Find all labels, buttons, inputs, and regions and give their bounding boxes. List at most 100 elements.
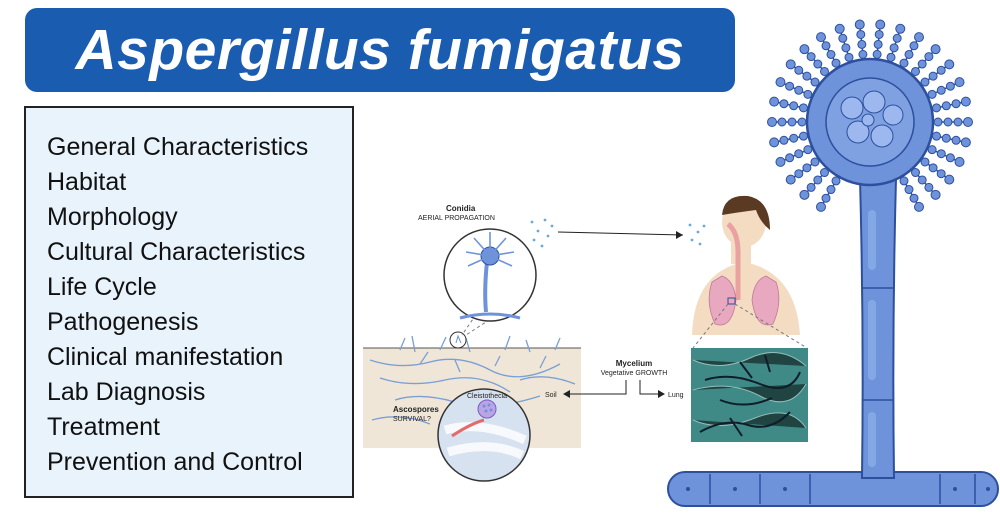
conidium	[777, 117, 787, 127]
arrow-to-human	[676, 231, 683, 239]
conidium	[779, 135, 789, 145]
phialide-chains	[767, 19, 973, 212]
conidium	[821, 193, 831, 203]
conidium	[951, 135, 961, 145]
conidium	[936, 149, 946, 159]
conidium	[927, 89, 937, 99]
conidium	[941, 101, 951, 111]
conidium	[892, 33, 902, 43]
conidium	[911, 66, 921, 76]
conidium	[963, 117, 973, 127]
conidium	[936, 85, 946, 95]
conidium	[899, 58, 909, 68]
conidium	[826, 185, 836, 195]
conidium	[960, 137, 971, 148]
arrow-to-soil	[563, 390, 570, 398]
conidium	[920, 157, 930, 167]
conidium	[945, 81, 955, 91]
conidium	[819, 66, 829, 76]
conidium	[924, 182, 934, 192]
topic-item: Life Cycle	[47, 273, 157, 301]
title-banner: Aspergillus fumigatus	[25, 8, 735, 92]
conidium	[799, 44, 810, 55]
conidium	[813, 175, 823, 185]
conidium	[889, 43, 899, 53]
conidium	[775, 156, 786, 167]
topic-item: Prevention and Control	[47, 448, 303, 476]
conidium	[787, 117, 797, 127]
lung-tissue-micrograph	[691, 348, 808, 442]
conidium	[789, 133, 799, 143]
conidiophore-magnifier	[443, 228, 537, 349]
conidium	[932, 131, 942, 141]
conidium	[775, 77, 786, 88]
conidium	[803, 145, 813, 155]
conidium	[944, 174, 955, 185]
conidium	[914, 32, 924, 43]
topic-item: Habitat	[47, 168, 127, 196]
conidium	[785, 174, 796, 185]
conidium	[854, 19, 865, 30]
conidium	[909, 193, 919, 203]
conidium	[920, 77, 930, 87]
conidium	[769, 96, 780, 107]
conidium	[936, 169, 946, 179]
conidium	[951, 99, 961, 109]
topic-item: Cultural Characteristics	[47, 238, 306, 266]
conidium	[874, 29, 884, 39]
conidium	[785, 81, 795, 91]
conidium	[844, 52, 854, 62]
topic-item: Lab Diagnosis	[47, 378, 206, 406]
conidium	[810, 157, 820, 167]
conidium	[798, 103, 808, 113]
conidium	[794, 169, 804, 179]
conidium	[799, 189, 810, 200]
ascospores	[482, 403, 493, 413]
conidium	[794, 149, 804, 159]
conidium	[779, 99, 789, 109]
conidium	[841, 43, 851, 53]
topic-list: General Characteristics Habitat Morpholo…	[24, 106, 354, 498]
conidium	[944, 59, 955, 70]
cleistothecium-magnifier: Cleistothecia	[437, 388, 531, 482]
conidium	[927, 145, 937, 155]
conidium	[856, 29, 866, 39]
conidium	[802, 163, 812, 173]
conidium	[909, 41, 919, 51]
conidium	[816, 32, 826, 43]
conidium	[806, 52, 816, 62]
conidium	[875, 19, 886, 30]
conidium	[831, 58, 841, 68]
conidium	[785, 59, 796, 70]
conidium	[917, 175, 927, 185]
conidium	[928, 163, 938, 173]
lung-label: Lung	[668, 392, 684, 399]
conidium	[904, 49, 914, 59]
conidium	[798, 131, 808, 141]
conidium	[904, 185, 914, 195]
conidium	[886, 52, 896, 62]
conidium	[789, 101, 799, 111]
conidium	[802, 71, 812, 81]
human-figure	[692, 195, 800, 335]
conidium	[826, 49, 836, 59]
conidia-chains	[465, 232, 515, 267]
conidium	[794, 65, 804, 75]
conidium	[928, 71, 938, 81]
conidium	[806, 182, 816, 192]
topic-item: Clinical manifestation	[47, 343, 284, 371]
conidium	[767, 117, 777, 127]
conidium	[932, 103, 942, 113]
conidium	[785, 153, 795, 163]
conidium	[803, 89, 813, 99]
ascospores-label: Ascospores	[393, 405, 439, 414]
conidium	[816, 201, 826, 212]
conidium	[813, 59, 823, 69]
soil-label: Soil	[545, 392, 557, 399]
conidium	[943, 117, 953, 127]
conidium	[769, 137, 780, 148]
conidium	[930, 189, 941, 200]
conidium	[917, 59, 927, 69]
conidium	[941, 133, 951, 143]
conidium	[821, 41, 831, 51]
